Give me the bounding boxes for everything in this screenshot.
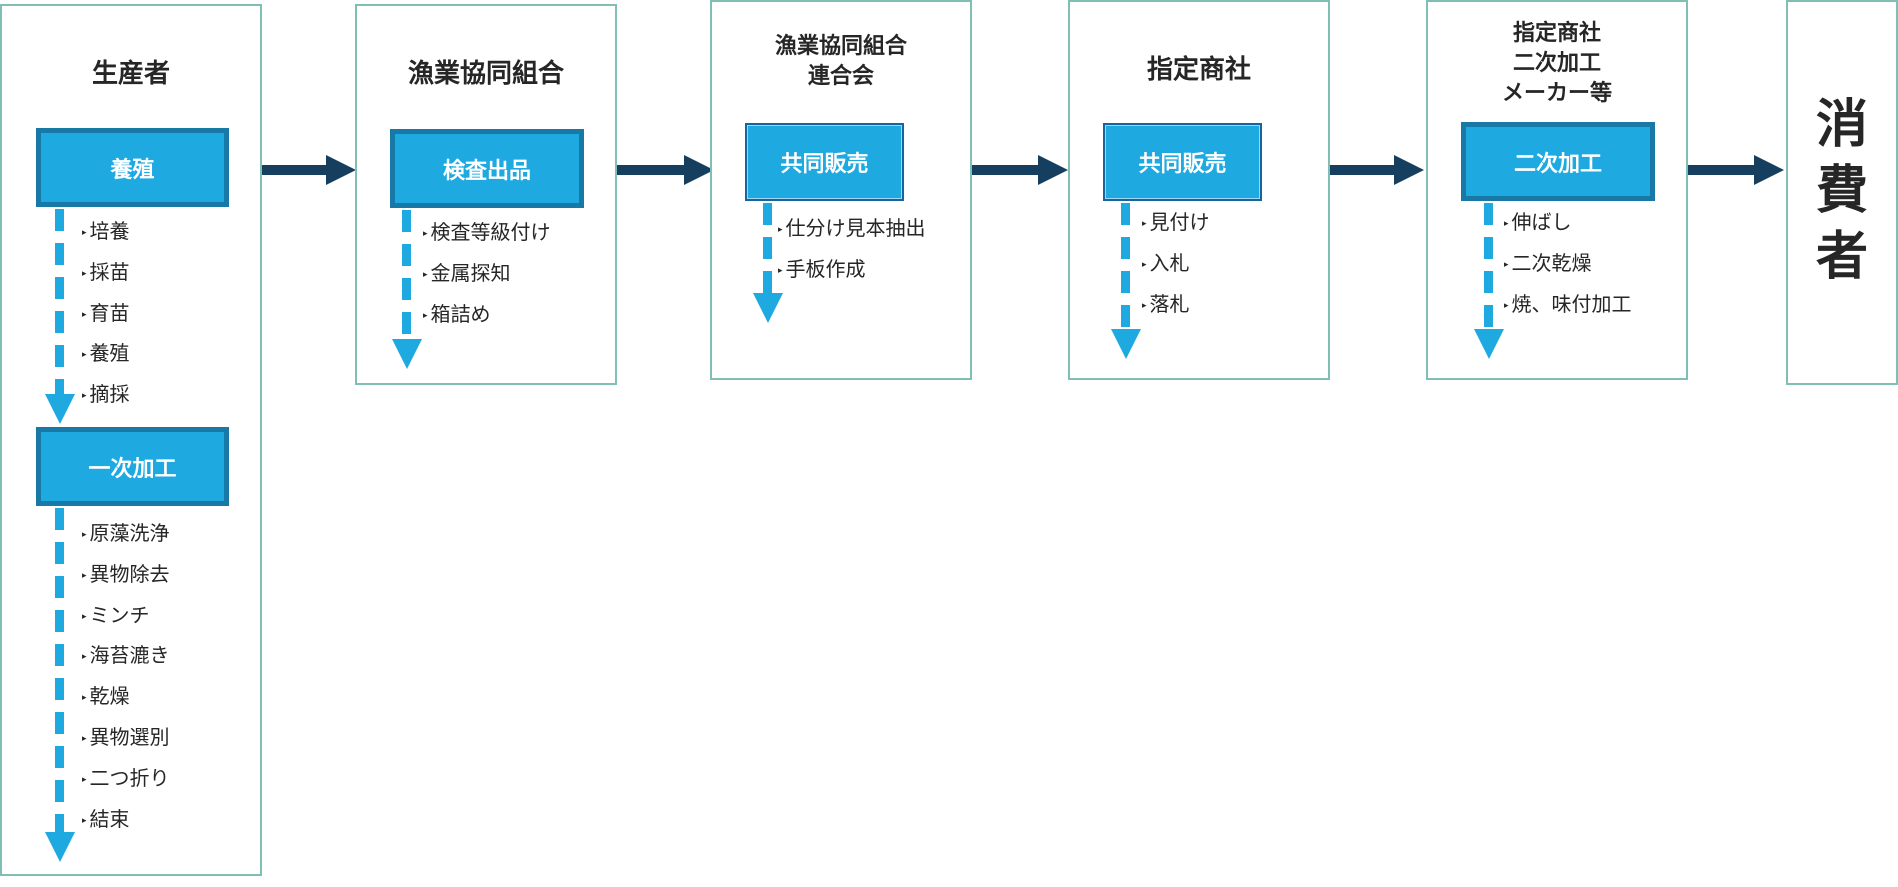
step-item: ▸採苗 — [82, 259, 130, 284]
step-item: ▸焼、味付加工 — [1504, 291, 1632, 316]
dashed-arrow-shaft — [1121, 203, 1130, 331]
stage-title: 漁業協同組合 連合会 — [774, 34, 907, 89]
step-list: ▸伸ばし ▸二次乾燥 ▸焼、味付加工 — [1504, 207, 1632, 329]
step-item: ▸摘採 — [82, 382, 130, 407]
stage-secondary-processors: 指定商社 二次加工 メーカー等 二次加工 ▸伸ばし ▸二次乾燥 ▸焼、味付加工 — [1426, 0, 1688, 380]
stage-cooperative-federation: 漁業協同組合 連合会 共同販売 ▸仕分け見本抽出 ▸手板作成 — [710, 0, 972, 380]
step-list: ▸培養 ▸採苗 ▸育苗 ▸養殖 ▸摘採 — [82, 216, 130, 420]
dashed-arrow-shaft — [1484, 203, 1493, 331]
process-box-secondary-processing: 二次加工 — [1461, 122, 1655, 201]
step-item: ▸ミンチ — [82, 602, 150, 627]
right-arrow-icon — [1394, 155, 1424, 185]
process-box-cultivation: 養殖 — [36, 128, 229, 207]
step-item: ▸箱詰め — [423, 301, 491, 326]
right-arrow-icon — [1038, 155, 1068, 185]
consumer-label: 消 費 者 — [1788, 92, 1896, 290]
flow-arrow-shaft — [262, 165, 328, 175]
step-item: ▸二次乾燥 — [1504, 250, 1592, 275]
down-arrow-icon — [392, 339, 422, 369]
process-box-joint-sales: 共同販売 — [1103, 123, 1262, 201]
dashed-arrow-shaft — [55, 508, 64, 834]
step-item: ▸原藻洗浄 — [82, 521, 170, 545]
step-item: ▸培養 — [82, 219, 130, 243]
step-item: ▸養殖 — [82, 341, 130, 366]
step-item: ▸海苔漉き — [82, 643, 170, 668]
right-arrow-icon — [684, 155, 714, 185]
down-arrow-icon — [45, 394, 75, 424]
stage-fisheries-cooperative: 漁業協同組合 検査出品 ▸検査等級付け ▸金属探知 ▸箱詰め — [355, 4, 617, 385]
stage-producer: 生産者 養殖 ▸培養 ▸採苗 ▸育苗 ▸養殖 ▸摘採 一次加工 ▸原藻洗浄 ▸異… — [0, 4, 262, 876]
step-item: ▸異物除去 — [82, 561, 170, 586]
stage-title: 指定商社 — [1146, 55, 1251, 85]
flow-arrow-shaft — [617, 165, 685, 175]
stage-title: 漁業協同組合 — [407, 59, 564, 89]
step-list: ▸仕分け見本抽出 ▸手板作成 — [778, 213, 926, 295]
step-item: ▸仕分け見本抽出 — [778, 216, 926, 240]
step-list: ▸検査等級付け ▸金属探知 ▸箱詰め — [423, 217, 551, 339]
step-item: ▸伸ばし — [1504, 210, 1572, 234]
consumer-char: 消 — [1815, 95, 1868, 155]
flow-arrow-shaft — [972, 165, 1040, 175]
step-item: ▸検査等級付け — [423, 220, 551, 244]
step-item: ▸異物選別 — [82, 724, 170, 749]
step-list: ▸見付け ▸入札 ▸落札 — [1142, 207, 1210, 329]
down-arrow-icon — [1111, 329, 1141, 359]
process-box-joint-sales: 共同販売 — [745, 123, 904, 201]
step-list: ▸原藻洗浄 ▸異物除去 ▸ミンチ ▸海苔漉き ▸乾燥 ▸異物選別 ▸二つ折り ▸… — [82, 518, 170, 844]
step-item: ▸金属探知 — [423, 260, 511, 285]
flow-arrow-shaft — [1688, 165, 1756, 175]
step-item: ▸見付け — [1142, 210, 1210, 234]
consumer-char: 費 — [1815, 161, 1868, 221]
step-item: ▸乾燥 — [82, 684, 130, 709]
step-item: ▸育苗 — [82, 300, 130, 325]
dashed-arrow-shaft — [55, 209, 64, 394]
stage-consumer: 消 費 者 — [1786, 0, 1898, 385]
step-item: ▸二つ折り — [82, 765, 170, 790]
down-arrow-icon — [1474, 329, 1504, 359]
step-item: ▸結束 — [82, 806, 130, 831]
dashed-arrow-shaft — [402, 210, 411, 341]
consumer-char: 者 — [1815, 227, 1868, 287]
stage-title: 生産者 — [91, 59, 170, 89]
process-box-primary-processing: 一次加工 — [36, 427, 229, 506]
stage-designated-trading-company: 指定商社 共同販売 ▸見付け ▸入札 ▸落札 — [1068, 0, 1330, 380]
down-arrow-icon — [45, 832, 75, 862]
stage-title: 指定商社 二次加工 メーカー等 — [1501, 21, 1612, 106]
step-item: ▸落札 — [1142, 291, 1190, 316]
flow-arrow-shaft — [1330, 165, 1396, 175]
down-arrow-icon — [753, 293, 783, 323]
right-arrow-icon — [326, 155, 356, 185]
step-item: ▸入札 — [1142, 250, 1190, 275]
right-arrow-icon — [1754, 155, 1784, 185]
process-box-inspection: 検査出品 — [390, 129, 584, 208]
dashed-arrow-shaft — [763, 203, 772, 295]
step-item: ▸手板作成 — [778, 256, 866, 281]
